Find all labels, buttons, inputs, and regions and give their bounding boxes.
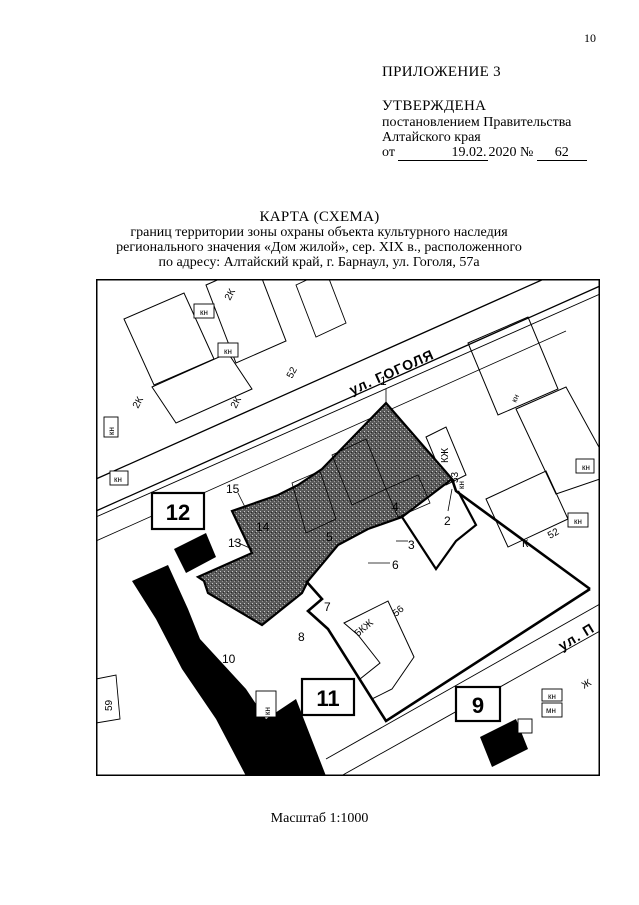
decree-date: 19.02. [398,145,489,161]
label-kn-10: кн [548,692,556,701]
building-east-1 [467,316,559,416]
gogol-street-north-edge [96,279,600,512]
gogol-street-south-edge [96,293,600,518]
map-scale: Масштаб 1:1000 [270,811,369,826]
small-box-1 [517,718,533,734]
page-number: 10 [584,31,596,45]
label-52-north: 52 [285,365,300,380]
map-content [96,279,600,776]
label-2k-1: 2К [131,395,146,410]
building-2k-east [205,279,287,364]
appendix-label: ПРИЛОЖЕНИЕ 3 [382,64,501,80]
leader-15 [237,492,247,510]
kn-box-east [575,458,595,474]
label-k: К [522,538,529,550]
black-building-1 [174,533,216,573]
label-kn-3: кн [107,427,116,435]
zone-12-label: 12 [166,500,190,525]
number-sign: № [519,145,534,160]
label-kn-7: кн [574,517,582,526]
map-frame [96,279,600,776]
decree-date-line: от 19.02.2020 № 62 [382,145,587,161]
label-56: 56 [391,603,407,619]
label-53: 53 [450,471,461,483]
point-13: 13 [228,536,242,550]
zone-11-label: 11 [316,686,339,711]
zone-9-north-boundary [450,478,591,591]
zone-12-box [150,491,206,531]
street-label-second: ул. П [555,620,597,654]
black-building-2 [132,565,326,776]
zone-9-label: 9 [472,693,484,718]
map-title: КАРТА (СХЕМА) [259,209,380,225]
point-5: 5 [326,530,333,544]
point-4: 4 [392,500,399,514]
point-2: 2 [444,514,451,528]
leader-13 [233,540,253,550]
kn-box-east-2 [567,512,589,528]
second-street-edge-1 [325,603,600,760]
protected-object-territory [195,401,454,627]
point-3-6-boundary [401,490,478,571]
subtitle-line-3: по адресу: Алтайский край, г. Барнаул, у… [158,255,480,270]
label-5kzh: 5КЖ [353,617,376,639]
label-kn-4: кн [114,475,122,484]
point-1: 1 [380,374,387,388]
decree-line-1: постановлением Правительства [382,115,572,130]
zone-11-box [300,677,356,717]
decree-year: 2020 [488,145,517,160]
inner-building-2 [291,470,337,534]
leader-2 [447,488,453,512]
map-subtitle: границ территории зоны охраны объекта ку… [0,225,639,270]
date-prefix: от [382,145,395,160]
point-10: 10 [222,652,236,666]
label-2k-2: 2К [229,395,244,410]
approved-label: УТВЕРЖДЕНА [382,98,487,114]
zone-9-boundary [305,580,591,723]
point-8: 8 [298,630,305,644]
label-kn-9: кн [457,481,466,489]
cadastral-map: ул. ГОГОЛЯ ул. П 12 11 9 1 2 3 4 5 6 7 8… [96,279,600,776]
label-kn-8: кн [510,393,521,404]
decree-line-2: Алтайского края [382,130,481,145]
label-kn-6: кн [582,463,590,472]
point-7: 7 [324,600,331,614]
label-kn-5: кн [263,707,272,715]
kn-box-black [255,690,277,718]
point-14: 14 [256,520,270,534]
label-59: 59 [104,699,115,711]
mn-box [541,702,563,718]
label-mn: мн [546,706,556,715]
label-52-east: 52 [546,526,562,541]
building-59 [96,674,121,724]
decree-number: 62 [536,145,587,161]
zone-9-box [454,685,502,723]
building-east-2 [515,386,600,495]
black-building-3 [480,719,528,767]
building-52-north [295,279,347,338]
label-zh: Ж [580,677,594,692]
kn-box-1 [193,303,215,319]
label-kn-1: кн [200,308,208,317]
label-kn-2: кн [224,347,232,356]
subtitle-line-1: границ территории зоны охраны объекта ку… [130,225,508,240]
subtitle-line-2: регионального значения «Дом жилой», сер.… [116,240,522,255]
point-6: 6 [392,558,399,572]
inner-building-3 [385,474,431,518]
kn-box-2 [217,342,239,358]
label-2k-3: 2К [223,287,238,302]
point-15: 15 [226,482,240,496]
point-3: 3 [408,538,415,552]
label-kzh: КЖ [440,447,451,463]
kn-box-se [541,688,563,702]
building-2k-south [151,352,253,424]
kn-box-4 [109,470,129,486]
kn-box-3 [103,416,119,438]
